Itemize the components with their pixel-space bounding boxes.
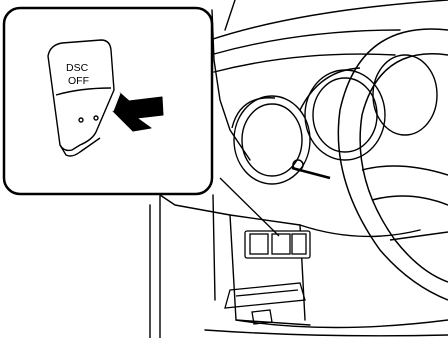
dash-switch-1 bbox=[250, 234, 268, 254]
dash-switch-dsc bbox=[272, 234, 290, 254]
switch-label-line2: OFF bbox=[68, 75, 89, 87]
dash-switch-3 bbox=[292, 234, 306, 254]
switch-label-line1: DSC bbox=[66, 62, 89, 74]
magnified-switch-callout: DSC OFF bbox=[4, 8, 212, 194]
